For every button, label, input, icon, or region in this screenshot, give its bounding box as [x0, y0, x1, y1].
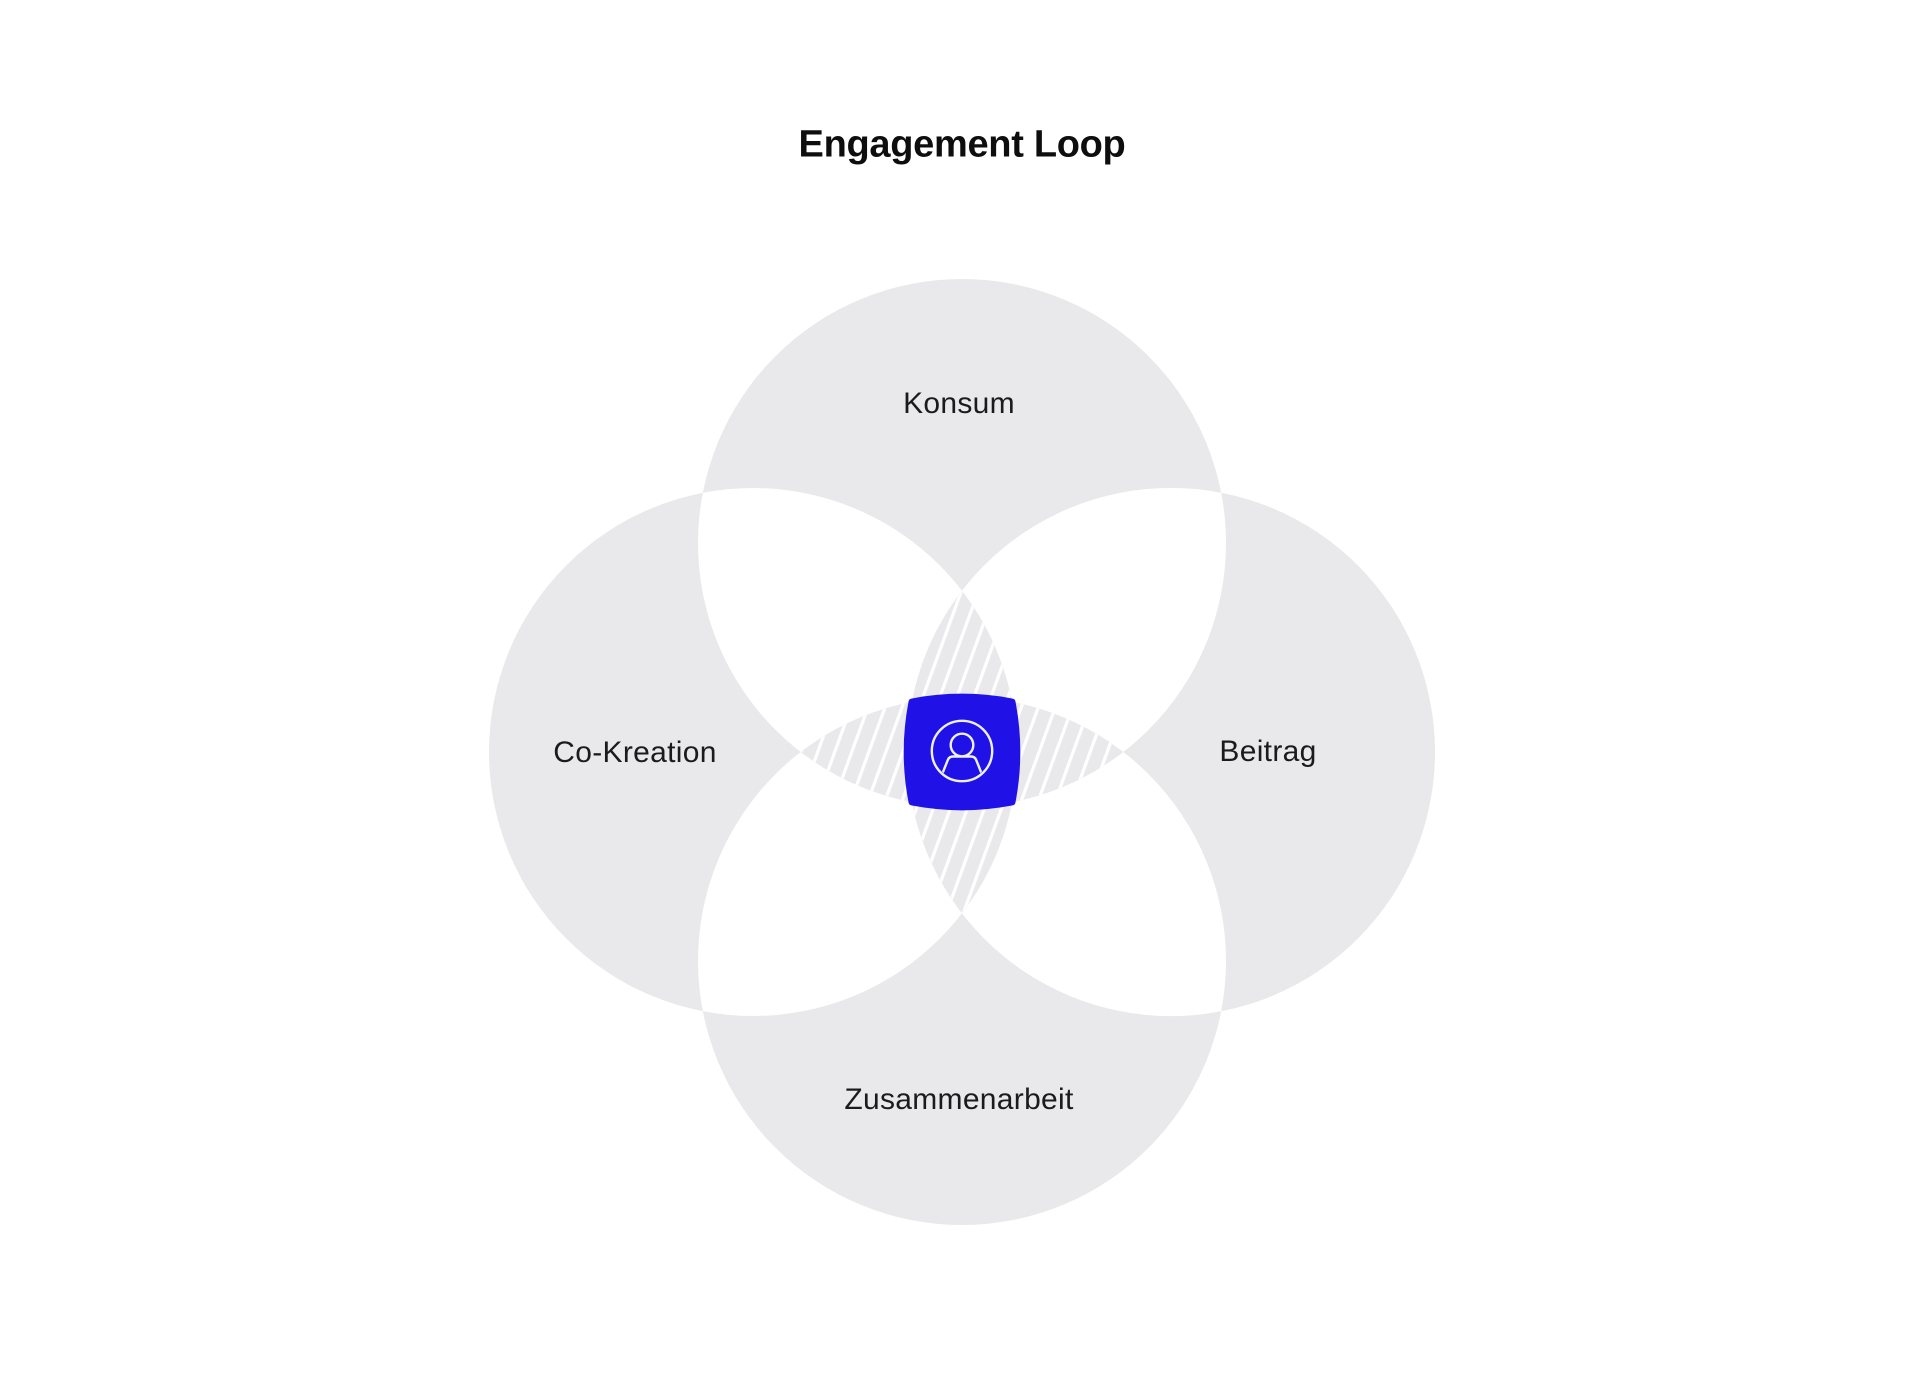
- circle-label-zusammenarbeit: Zusammenarbeit: [844, 1083, 1074, 1116]
- user-ring: [930, 719, 994, 783]
- user-circle-icon: [930, 719, 994, 783]
- user-head: [949, 732, 975, 758]
- page-title: Engagement Loop: [798, 123, 1126, 166]
- circle-label-co-kreation: Co-Kreation: [553, 736, 717, 769]
- venn-circles: [489, 279, 1435, 1225]
- circle-label-beitrag: Beitrag: [1219, 735, 1317, 768]
- circle-label-konsum: Konsum: [903, 387, 1015, 420]
